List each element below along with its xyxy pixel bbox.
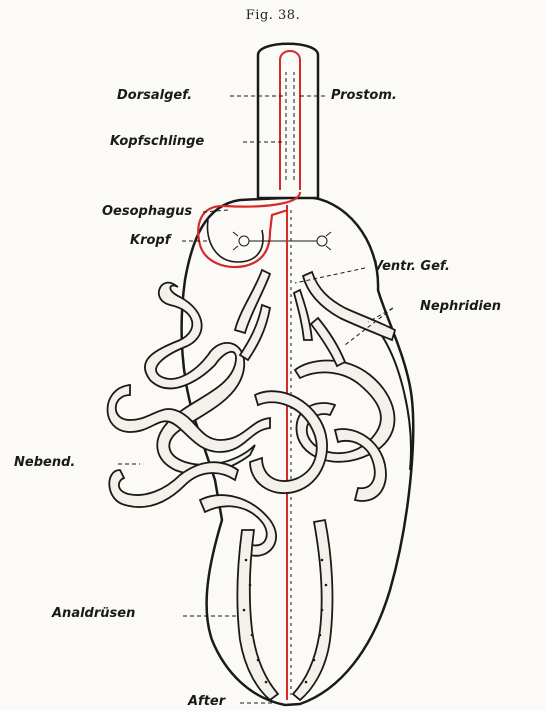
label-prostom: Prostom. (331, 88, 397, 103)
label-dorsalgef: Dorsalgef. (117, 88, 192, 103)
label-kopfschlinge: Kopfschlinge (110, 134, 204, 149)
label-nebend: Nebend. (14, 455, 75, 470)
label-nephridien: Nephridien (420, 299, 501, 314)
label-ventr-gef: Ventr. Gef. (373, 259, 450, 274)
label-analdruesen: Analdrüsen (52, 606, 135, 621)
label-after: After (188, 694, 225, 709)
prostomium-outline (258, 44, 318, 198)
label-oesophagus: Oesophagus (102, 204, 192, 219)
label-kropf: Kropf (130, 233, 170, 248)
